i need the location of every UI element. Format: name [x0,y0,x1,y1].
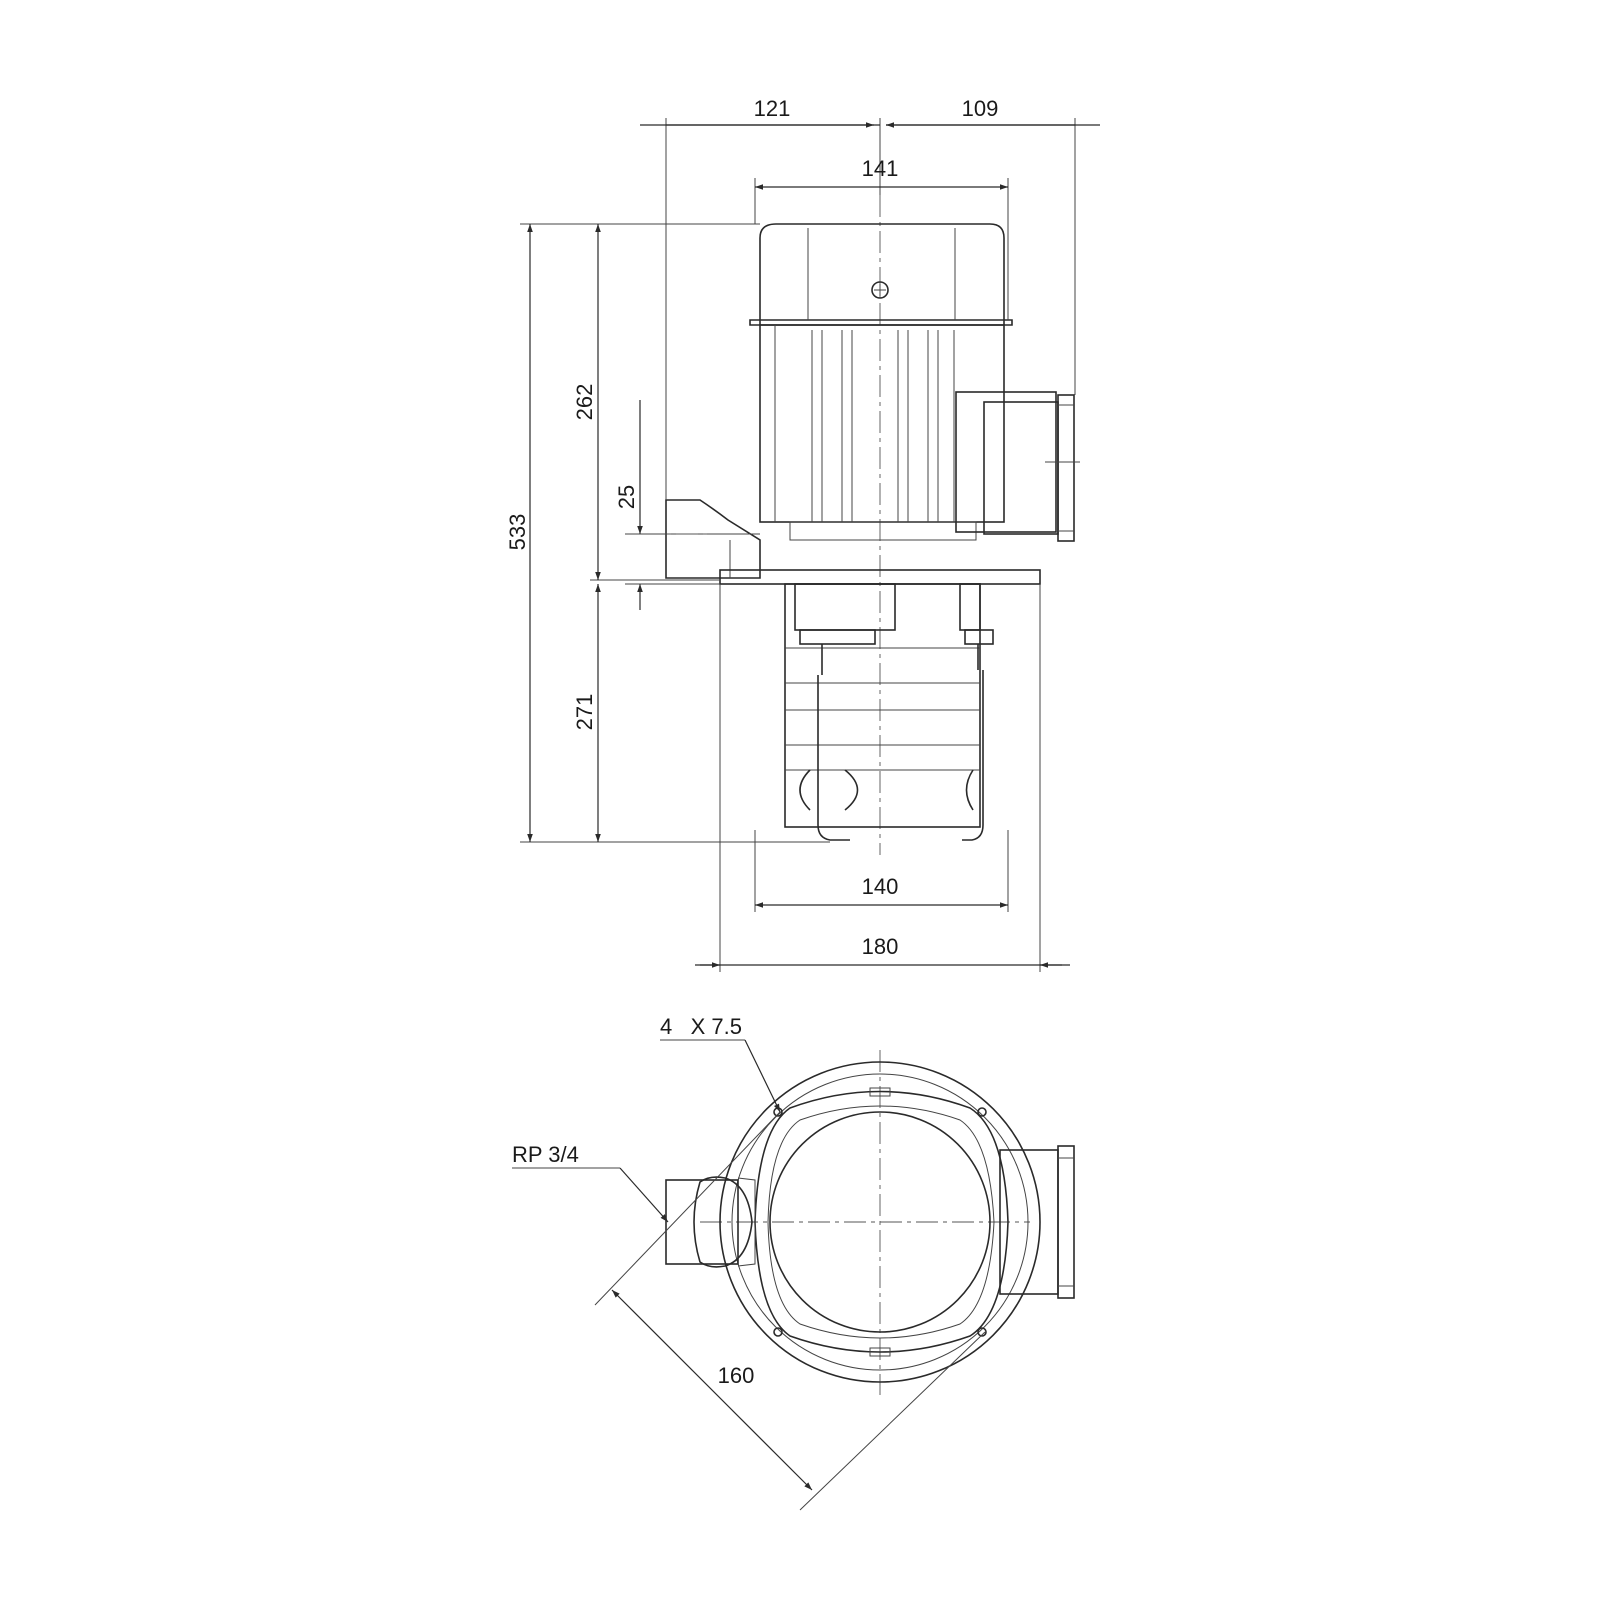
terminal-box-top [999,1145,1075,1299]
pump-housing [784,583,994,841]
flange-circle [719,1061,1041,1383]
screw-icon [871,281,889,299]
dim-533: 533 [505,514,530,551]
mount-hole-icon [977,1327,987,1337]
dim-141: 141 [862,156,899,181]
outlet-port [640,499,761,579]
dim-180: 180 [862,934,899,959]
dim-271: 271 [572,694,597,731]
outlet-top [665,1176,756,1268]
dim-140: 140 [862,874,899,899]
dim-160: 160 [718,1363,755,1388]
motor-body [759,324,1005,541]
dim-262: 262 [572,384,597,421]
pipe-label: RP 3/4 [512,1142,579,1167]
motor-fan-cover [749,223,1013,326]
holes-label: 4 X 7.5 [660,1014,742,1039]
top-view: 4 X 7.5 RP 3/4 160 [512,1014,1075,1511]
dim-121: 121 [754,96,791,121]
side-view: 121 109 141 533 262 25 271 140 180 [505,96,1100,972]
mount-hole-icon [977,1107,987,1117]
dim-109: 109 [962,96,999,121]
dim-25: 25 [614,485,639,509]
motor-circle [769,1111,991,1333]
terminal-box [955,391,1080,542]
